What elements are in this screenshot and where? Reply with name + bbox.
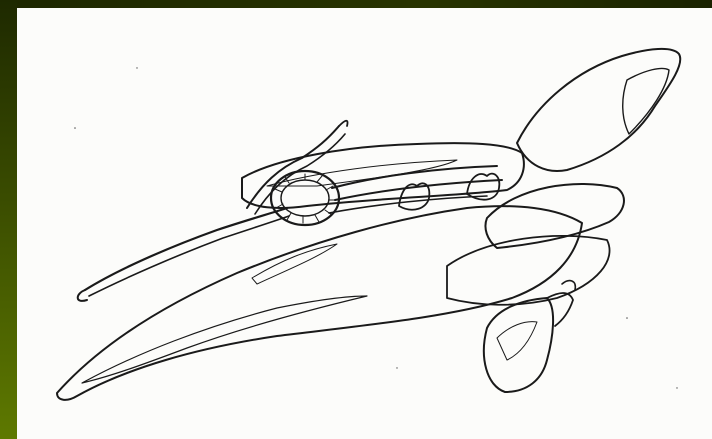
illustration-canvas bbox=[17, 8, 712, 439]
top-frame-border bbox=[0, 0, 712, 8]
flower-section-drawing bbox=[17, 8, 712, 439]
stamen-filaments bbox=[329, 166, 502, 213]
lower-appendage bbox=[484, 281, 575, 392]
lower-lip bbox=[57, 206, 582, 400]
pistil bbox=[78, 121, 348, 301]
left-frame-border bbox=[0, 0, 17, 439]
ovary bbox=[271, 171, 339, 225]
upper-petal bbox=[517, 49, 680, 171]
paper-specks bbox=[74, 67, 678, 388]
